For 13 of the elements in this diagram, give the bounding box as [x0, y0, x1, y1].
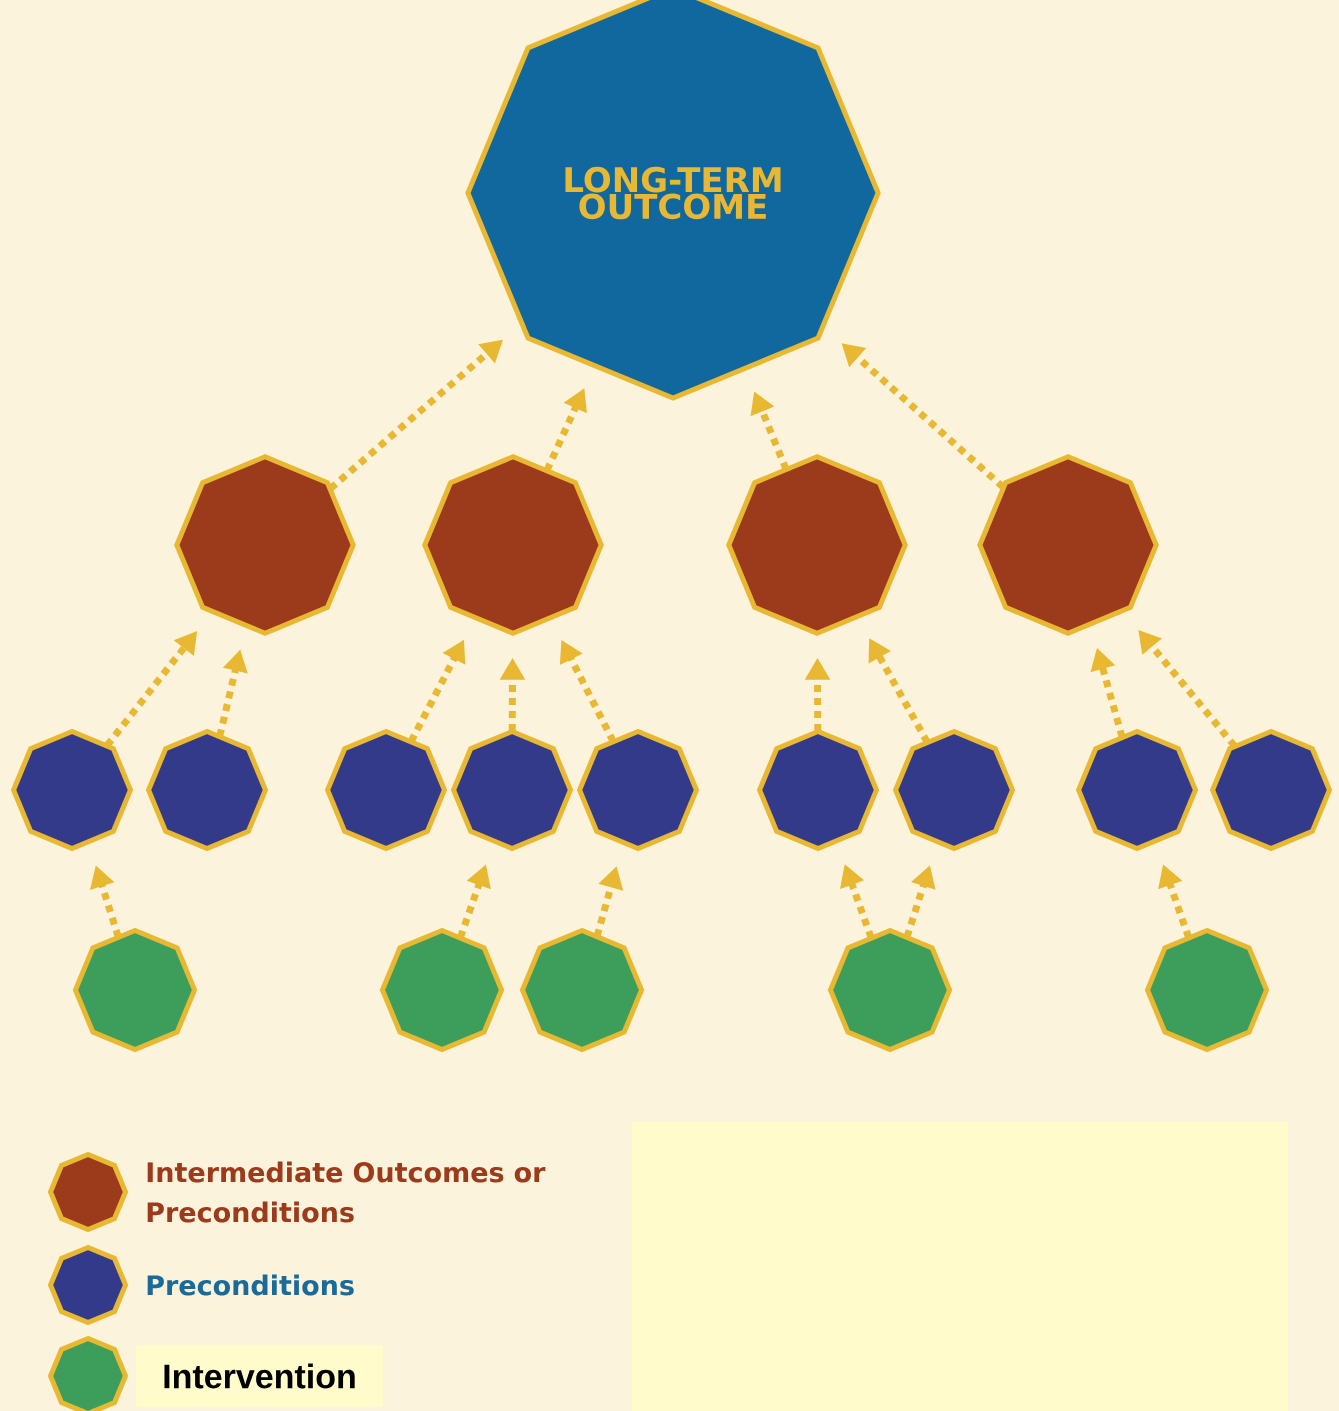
intervention-octagon [1144, 927, 1270, 1053]
intermediate-outcome-octagon [174, 454, 356, 636]
intermediate-outcome-octagon [977, 454, 1159, 636]
legend-label: Intermediate Outcomes or Preconditions [147, 1161, 546, 1223]
intervention-octagon [519, 927, 645, 1053]
legend-label: Intervention [136, 1345, 383, 1407]
legend-label: Preconditions [147, 1274, 354, 1296]
intervention-octagon [827, 927, 953, 1053]
intervention-octagon [379, 927, 505, 1053]
intermediate-outcome-octagon [422, 454, 604, 636]
intermediate-outcome-octagon [726, 454, 908, 636]
outcome-octagon: LONG-TERM OUTCOME [465, 0, 881, 401]
intervention-octagon [72, 927, 198, 1053]
